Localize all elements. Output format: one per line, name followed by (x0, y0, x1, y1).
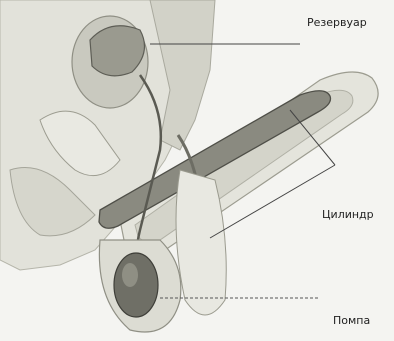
reservoir-label: Резервуар (307, 16, 367, 29)
pump-highlight (122, 263, 138, 287)
pump-label: Помпа (333, 314, 370, 327)
pump-shape (114, 253, 158, 317)
cylinder-label: Цилиндр (322, 208, 374, 221)
